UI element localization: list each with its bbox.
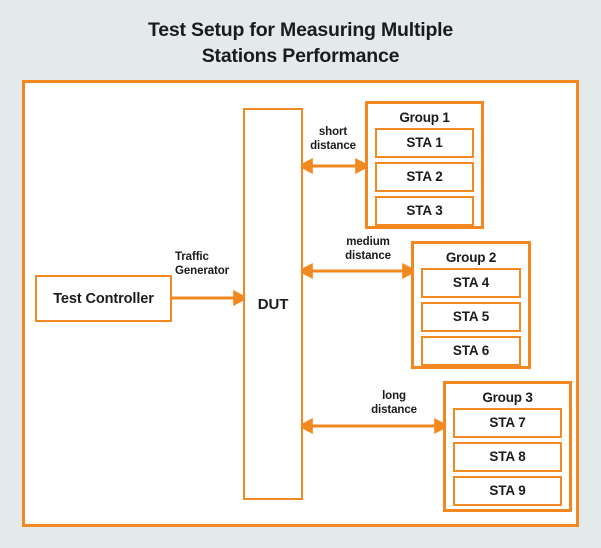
page-title-line-1: Test Setup for Measuring Multiple (147, 19, 454, 41)
station-box[interactable]: STA 4 (421, 268, 521, 298)
arrow-label-traffic-generator-line-1: Traffic (175, 251, 209, 263)
station-box[interactable]: STA 5 (421, 302, 521, 332)
group-box-1[interactable]: Group 1 STA 1 STA 2 STA 3 (365, 101, 484, 229)
station-box[interactable]: STA 6 (421, 336, 521, 366)
group-box-3[interactable]: Group 3 STA 7 STA 8 STA 9 (443, 381, 572, 512)
station-box[interactable]: STA 7 (453, 408, 562, 438)
station-box[interactable]: STA 3 (375, 196, 474, 226)
arrow-label-long-distance-line-2: distance (371, 404, 417, 417)
arrow-label-long-distance: long distance (345, 389, 443, 417)
node-dut-label: DUT (257, 295, 289, 313)
station-box[interactable]: STA 9 (453, 476, 562, 506)
arrow-label-medium-distance: medium distance (325, 235, 411, 263)
group-box-1-title: Group 1 (399, 110, 450, 125)
arrow-label-traffic-generator: Traffic Generator (175, 250, 247, 278)
station-box[interactable]: STA 2 (375, 162, 474, 192)
arrow-label-medium-distance-line-2: distance (345, 250, 391, 263)
arrow-label-short-distance-line-1: short (318, 126, 348, 138)
diagram-frame: Test Controller DUT Traffic Generator sh… (22, 80, 579, 527)
node-test-controller[interactable]: Test Controller (35, 275, 172, 322)
group-box-2-title: Group 2 (445, 250, 497, 265)
page-title: Test Setup for Measuring Multiple Statio… (0, 18, 601, 69)
station-box[interactable]: STA 8 (453, 442, 562, 472)
node-dut[interactable]: DUT (243, 108, 303, 500)
node-test-controller-label: Test Controller (53, 290, 154, 307)
group-box-2[interactable]: Group 2 STA 4 STA 5 STA 6 (411, 241, 531, 369)
arrow-label-short-distance: short distance (301, 125, 365, 153)
arrow-label-medium-distance-line-1: medium (346, 236, 390, 248)
arrow-label-short-distance-line-2: distance (310, 140, 356, 153)
arrow-label-long-distance-line-1: long (382, 390, 406, 402)
arrow-label-traffic-generator-line-2: Generator (175, 265, 230, 278)
page-title-line-2: Stations Performance (201, 44, 400, 67)
station-box[interactable]: STA 1 (375, 128, 474, 158)
group-box-3-title: Group 3 (482, 390, 533, 405)
